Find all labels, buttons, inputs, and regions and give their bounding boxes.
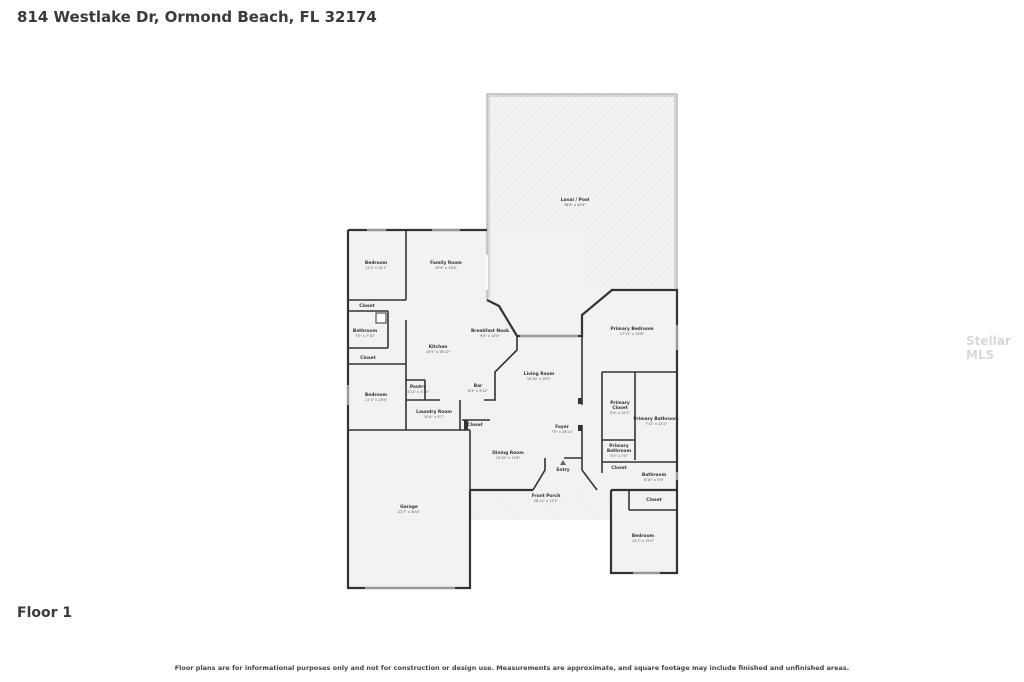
lanai-enclosure: [486, 93, 678, 300]
room-family-room-name: Family Room: [430, 260, 462, 266]
room-foyer-dims: 7'5" x 16'11": [551, 430, 574, 434]
bathroom-fixture: [375, 312, 387, 324]
room-dining-room-name: Dining Room: [492, 450, 524, 456]
room-laundry-room-name: Laundry Room: [416, 409, 452, 415]
room-labels: Lanai / Pool 38'8" x 40'4" Bedroom 11'1"…: [353, 197, 679, 543]
room-kitchen-name: Kitchen: [429, 344, 448, 350]
door-marker: [464, 420, 468, 430]
room-garage-dims: 22'7" x 30'4": [398, 510, 421, 514]
room-closet-e1-name: Closet: [611, 465, 626, 471]
room-bedroom-nw-name: Bedroom: [365, 260, 388, 266]
room-entry-name: Entry: [556, 467, 569, 473]
floor-plan-disclaimer: Floor plans are for informational purpos…: [174, 664, 850, 672]
door-marker: [578, 425, 582, 431]
windows: [347, 229, 678, 589]
room-breakfast-nook-name: Breakfast Nook: [471, 328, 509, 334]
room-bedroom-se-dims: 12'1" x 15'0": [632, 539, 655, 543]
room-primary-bathroom-dims: 7'11" x 12'2": [645, 422, 668, 426]
room-bar-dims: 6'3" x 3'11": [468, 389, 488, 393]
room-closet-laundry-name: Closet: [467, 422, 482, 428]
mls-watermark: Stellar MLS: [966, 334, 1011, 362]
interior-walls: [348, 230, 677, 511]
room-living-room-dims: 16'10" x 16'3": [527, 377, 552, 381]
room-primary-bedroom-dims: 17'11" x 15'8": [620, 332, 645, 336]
room-breakfast-nook-dims: 9'4" x 13'0": [480, 334, 500, 338]
room-primary-bathroom-name: Primary Bathroom: [633, 416, 679, 422]
floor-label: Floor 1: [17, 605, 73, 621]
room-lanai-name: Lanai / Pool: [561, 197, 590, 203]
floor-fills: [348, 94, 677, 588]
room-front-porch-name: Front Porch: [532, 493, 561, 499]
room-family-room-dims: 19'4" x 13'8": [435, 266, 458, 270]
room-pantry-dims: 4'11" x 3'11": [407, 390, 430, 394]
door-marker: [578, 398, 582, 404]
property-address: 814 Westlake Dr, Ormond Beach, FL 32174: [17, 8, 377, 26]
room-bedroom-nw-dims: 11'1" x 15'1": [365, 266, 388, 270]
room-closet-w1-name: Closet: [359, 303, 374, 309]
room-front-porch-dims: 28'11" x 12'1": [534, 499, 559, 503]
room-bathroom-e-dims: 8'10" x 5'0": [644, 478, 664, 482]
room-bathroom-w-name: Bathroom: [353, 328, 378, 334]
room-bedroom-se-name: Bedroom: [632, 533, 655, 539]
room-primary-bathroom-wc-dims: 5'0" x 7'0": [610, 454, 628, 458]
room-bedroom-w-dims: 11'1" x 13'6": [365, 398, 388, 402]
room-laundry-room-dims: 10'4" x 5'7": [424, 415, 444, 419]
room-lanai-dims: 38'8" x 40'4": [564, 203, 587, 207]
room-pantry-name: Pantry: [410, 384, 426, 390]
room-closet-e2-name: Closet: [646, 497, 661, 503]
room-kitchen-dims: 10'5" x 16'10": [426, 350, 451, 354]
room-primary-bedroom-name: Primary Bedroom: [610, 326, 654, 332]
room-living-room-name: Living Room: [524, 371, 555, 377]
room-bar-name: Bar: [474, 383, 483, 389]
room-bedroom-w-name: Bedroom: [365, 392, 388, 398]
room-primary-closet-dims: 5'4" x 12'1": [610, 411, 630, 415]
room-dining-room-dims: 13'10" x 13'6": [496, 456, 521, 460]
room-foyer-name: Foyer: [555, 424, 570, 430]
room-bathroom-e-name: Bathroom: [642, 472, 667, 478]
entry-arrow-icon: [560, 460, 566, 465]
room-closet-w2-name: Closet: [360, 355, 375, 361]
room-bathroom-w-dims: 7'5" x 7'10": [355, 334, 375, 338]
room-garage-name: Garage: [400, 504, 418, 510]
